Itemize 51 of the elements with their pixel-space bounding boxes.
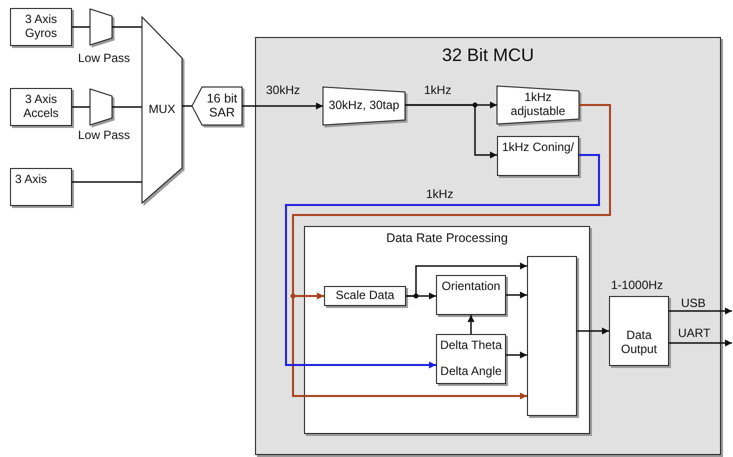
sensor-box [10, 8, 72, 46]
connector-arrow [468, 315, 474, 334]
connector-arrow [292, 104, 611, 400]
connector-arrow [506, 292, 527, 298]
processing-panel [304, 226, 590, 434]
sensor-box [10, 168, 72, 206]
connector-arrow [406, 262, 527, 297]
output-box [609, 296, 669, 366]
block-label: 16 bit SAR [206, 92, 238, 120]
block-label: Orientation [440, 280, 502, 294]
edge-label: 1kHz [426, 188, 454, 202]
block-label: Delta Angle [439, 365, 503, 379]
block-label: 1kHz adjustable [510, 91, 566, 119]
panel-title: 32 Bit MCU [440, 45, 536, 66]
block-caption: Low Pass [78, 129, 130, 142]
edge-label: 30kHz [266, 84, 300, 98]
mcu-panel [255, 37, 721, 455]
connector-arrow [669, 340, 732, 346]
low-pass-filter-block [90, 9, 112, 45]
process-box [497, 136, 579, 176]
block-label: Scale Data [334, 289, 396, 303]
multiplexer-block [142, 17, 182, 203]
edge-label: USB [681, 297, 706, 310]
combiner-box [527, 256, 577, 416]
process-box [436, 334, 506, 384]
block-label: Data Output [620, 329, 658, 357]
filter-block [323, 87, 405, 125]
block-label: 1kHz Coning/ [500, 141, 576, 155]
connector-arrow [405, 104, 497, 158]
filter-block [497, 86, 579, 124]
connector-arrow [242, 102, 323, 110]
connector-arrow [506, 352, 527, 358]
block-caption: Low Pass [78, 52, 130, 66]
block-label: 3 Axis [15, 173, 48, 187]
connector-arrow [669, 308, 732, 314]
process-box [324, 286, 406, 306]
connector-arrow [285, 154, 600, 368]
adc-block [192, 87, 242, 125]
panel-title: Data Rate Processing [385, 231, 509, 246]
block-label: Delta Theta [439, 339, 503, 353]
block-label: 3 Axis Gyros [24, 13, 58, 41]
block-label: 30kHz, 30tap [328, 99, 400, 113]
block-label: 3 Axis Accels [22, 93, 60, 121]
process-box [436, 275, 506, 315]
block-caption: 1-1000Hz [611, 279, 664, 292]
low-pass-filter-block [90, 89, 112, 125]
edge-label: 1kHz [424, 84, 452, 98]
block-label: MUX [148, 103, 176, 117]
edge-label: UART [678, 327, 710, 340]
sensor-box [10, 88, 72, 126]
connector-arrow [577, 328, 609, 334]
